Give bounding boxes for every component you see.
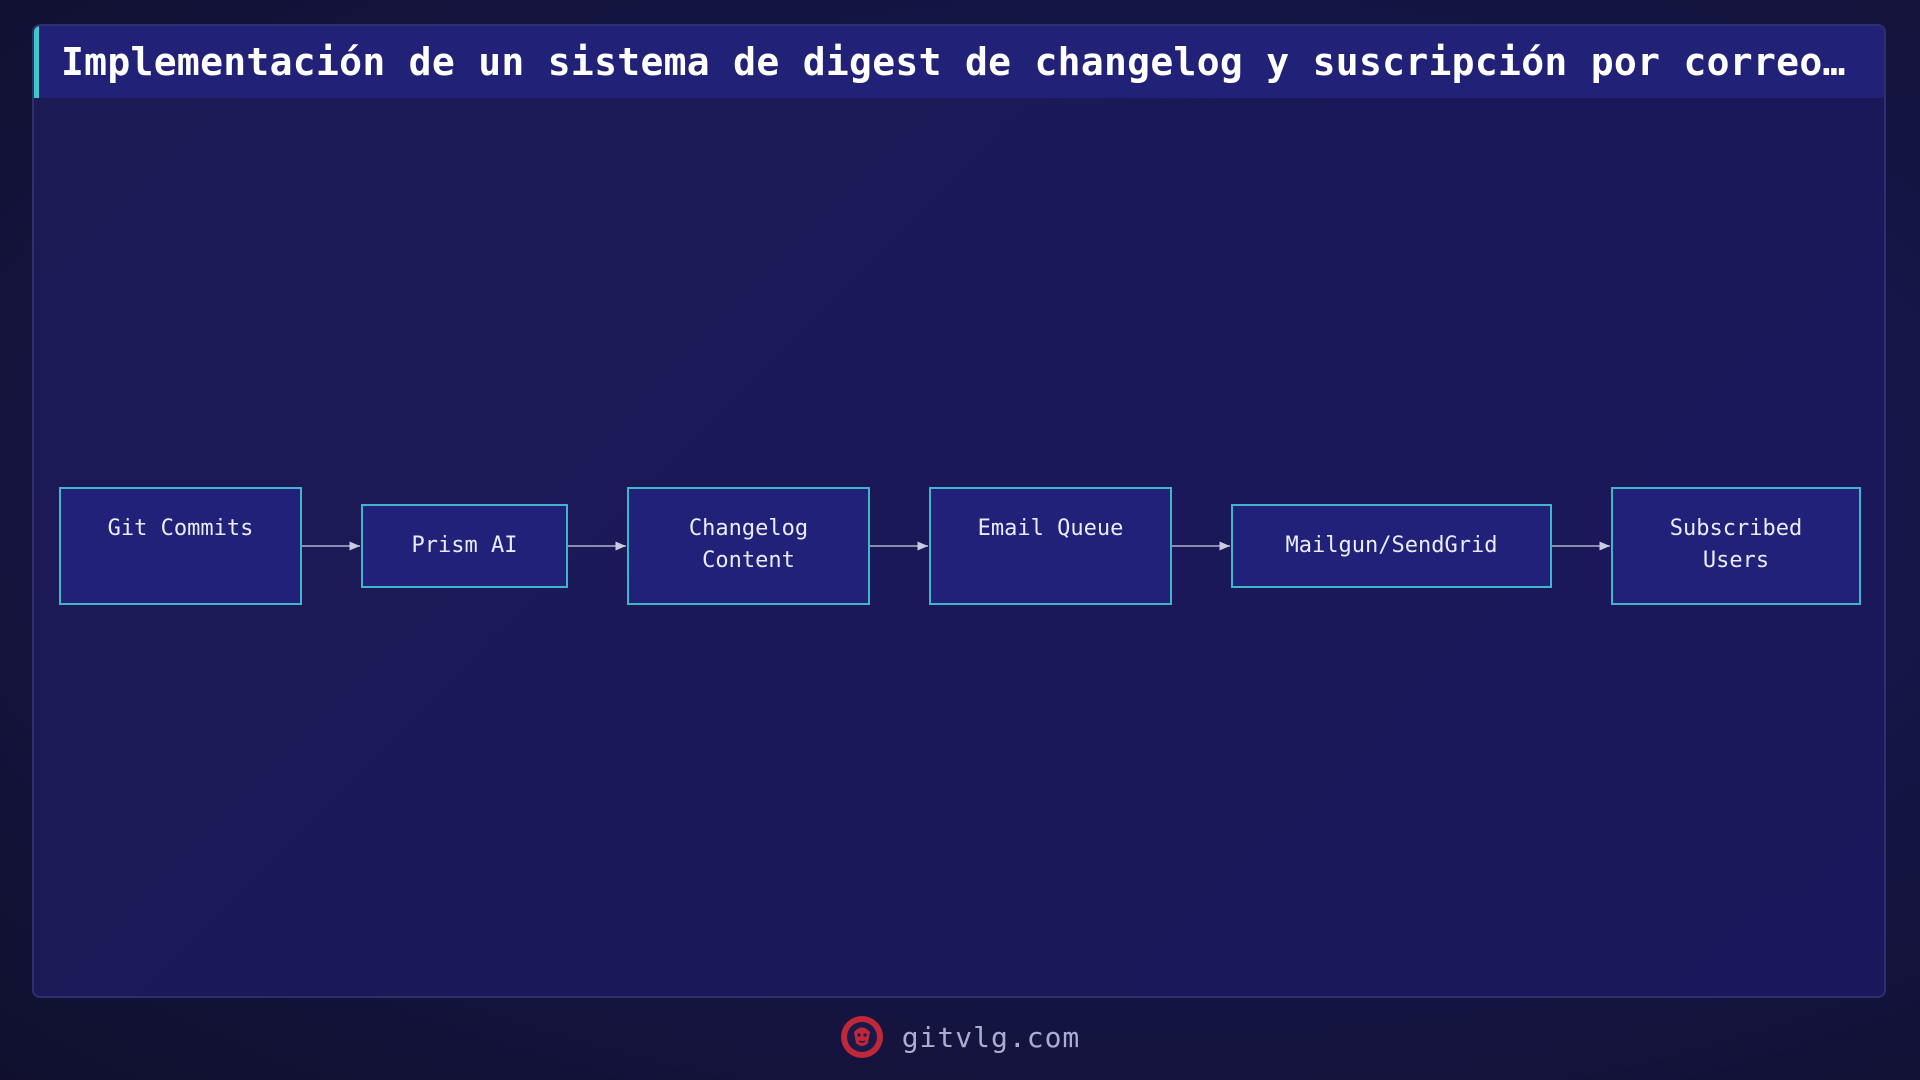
lion-logo-icon xyxy=(840,1016,883,1058)
node-subscribed-users: Subscribed Users xyxy=(1611,487,1861,605)
node-email-queue: Email Queue xyxy=(929,487,1172,605)
node-label: Changelog Content xyxy=(688,516,809,573)
node-changelog-content: Changelog Content xyxy=(627,487,870,605)
node-label: Email Queue xyxy=(977,516,1124,541)
node-label: Mailgun/SendGrid xyxy=(1285,533,1498,558)
node-git-commits: Git Commits xyxy=(59,487,302,605)
footer: gitvlg.com xyxy=(0,1012,1920,1062)
title-bar: Implementación de un sistema de digest d… xyxy=(34,26,1884,98)
node-prism-ai: Prism AI xyxy=(361,504,568,588)
node-mailgun-sendgrid: Mailgun/SendGrid xyxy=(1231,504,1552,588)
page-title: Implementación de un sistema de digest d… xyxy=(61,40,1862,84)
node-label: Git Commits xyxy=(107,516,254,541)
content-panel: Implementación de un sistema de digest d… xyxy=(32,24,1886,998)
node-label: Prism AI xyxy=(411,533,518,558)
node-label: Subscribed Users xyxy=(1669,516,1803,573)
site-url[interactable]: gitvlg.com xyxy=(901,1020,1081,1054)
